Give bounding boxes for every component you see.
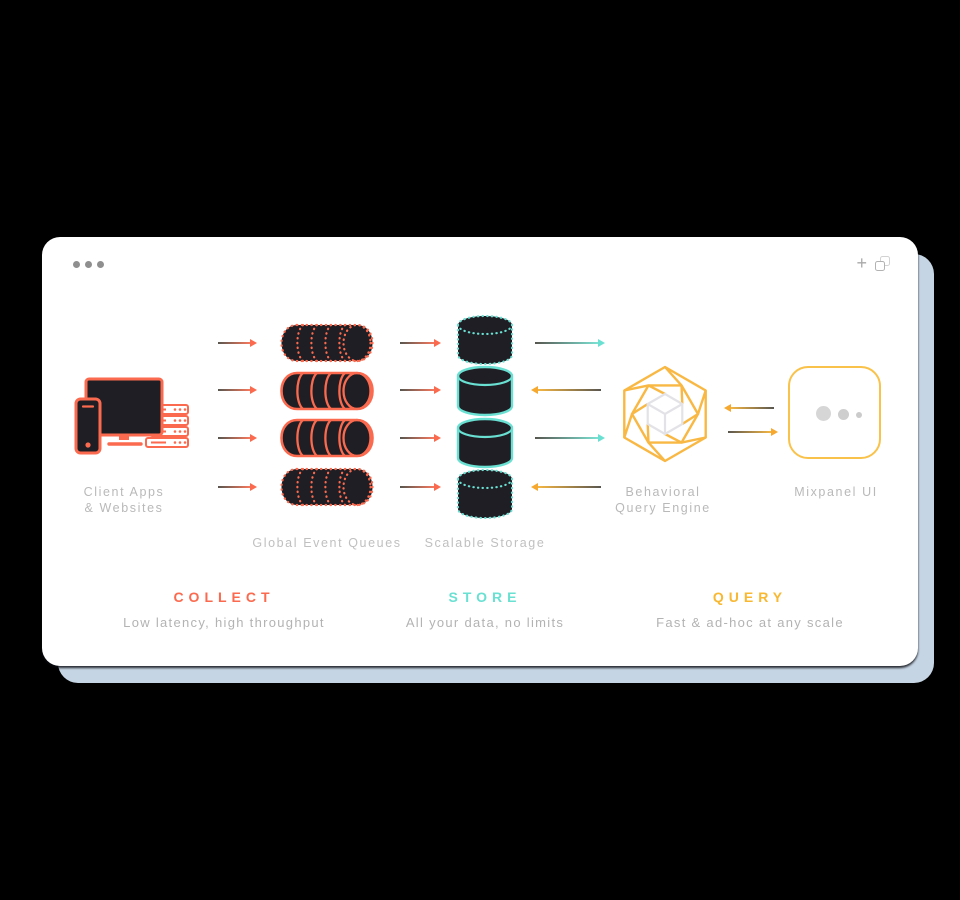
cube-icon <box>646 392 684 436</box>
toolbar-right: + <box>856 254 890 272</box>
event-queue-cylinder-1 <box>280 323 374 363</box>
phone-icon <box>74 397 102 455</box>
stage-subtitle-query: Fast & ad-hoc at any scale <box>656 615 844 630</box>
engine-label: Behavioral Query Engine <box>615 485 711 515</box>
arrow-storage-engine-out-2 <box>535 434 605 442</box>
window-dot[interactable] <box>85 261 92 268</box>
window-dot[interactable] <box>97 261 104 268</box>
arrow-ui-engine <box>724 404 774 412</box>
storage-cylinder-1 <box>456 314 514 366</box>
mixpanel-ui-icon <box>788 366 881 459</box>
arrow-engine-storage-in-2 <box>531 483 601 491</box>
window-dot[interactable] <box>73 261 80 268</box>
arrow-queue-storage-1 <box>400 339 441 347</box>
ui-dot-small <box>856 411 862 418</box>
arrow-queue-storage-4 <box>400 483 441 491</box>
arrow-engine-storage-in-1 <box>531 386 601 394</box>
arrow-client-queue-3 <box>218 434 257 442</box>
plus-icon[interactable]: + <box>856 253 867 273</box>
arrow-storage-engine-out-1 <box>535 339 605 347</box>
arrow-queue-storage-2 <box>400 386 441 394</box>
arrow-client-queue-1 <box>218 339 257 347</box>
arrow-queue-storage-3 <box>400 434 441 442</box>
client-label: Client Apps & Websites <box>83 485 165 515</box>
stage-title-store: STORE <box>448 589 522 605</box>
storage-cylinder-3 <box>456 417 514 469</box>
stage-title-collect: COLLECT <box>173 589 275 605</box>
storage-cylinder-2 <box>456 365 514 417</box>
queues-caption: Global Event Queues <box>252 536 402 550</box>
mixpanel-ui-label: Mixpanel UI <box>794 485 878 499</box>
query-engine-icon <box>623 365 707 463</box>
window-controls[interactable] <box>73 261 104 268</box>
ui-dot-medium <box>838 409 849 420</box>
stage-subtitle-collect: Low latency, high throughput <box>123 615 325 630</box>
stage-subtitle-store: All your data, no limits <box>405 615 565 630</box>
arrow-client-queue-4 <box>218 483 257 491</box>
browser-card: + <box>42 237 918 666</box>
event-queue-cylinder-4 <box>280 467 374 507</box>
event-queue-cylinder-3 <box>280 418 374 458</box>
storage-caption: Scalable Storage <box>424 536 546 550</box>
ui-dot-large <box>816 406 831 421</box>
stage-title-query: QUERY <box>712 589 788 605</box>
client-devices-icon <box>74 377 189 455</box>
storage-cylinder-4 <box>456 468 514 520</box>
arrow-client-queue-2 <box>218 386 257 394</box>
arrow-engine-ui <box>728 428 778 436</box>
event-queue-cylinder-2 <box>280 371 374 411</box>
copy-icon[interactable] <box>875 255 890 271</box>
